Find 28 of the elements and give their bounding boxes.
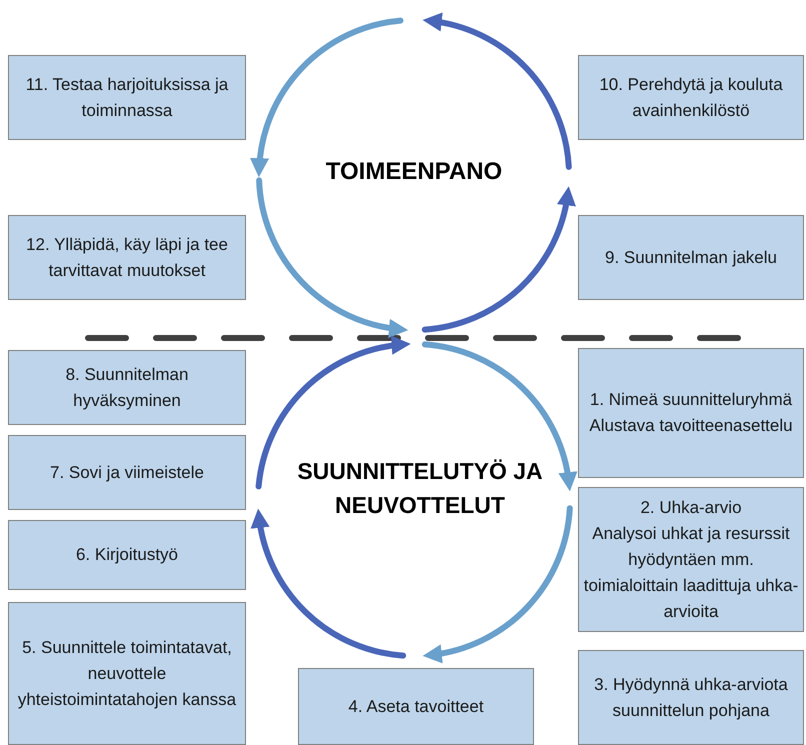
step-box bbox=[8, 435, 246, 510]
step-text: 12. Ylläpidä, käy läpi ja tee tarvittavat muutokset bbox=[25, 234, 229, 282]
step-box bbox=[578, 348, 804, 478]
step-box bbox=[8, 215, 246, 300]
step-text: 2. Uhka-arvio bbox=[640, 496, 742, 518]
step-text: 1. Nimeä suunnitteluryhmä bbox=[590, 389, 792, 411]
step-box bbox=[8, 520, 246, 590]
step-box bbox=[298, 668, 534, 745]
step-box bbox=[578, 215, 804, 300]
step-box bbox=[8, 350, 246, 425]
step-text: 5. Suunnittele toimintatavat, neuvottele yhteistoimintatahojen kanssa bbox=[16, 636, 238, 710]
step-text: 9. Suunnitelman jakelu bbox=[604, 246, 777, 268]
step-text: Alustava tavoitteenasettelu bbox=[589, 415, 793, 437]
step-text: 11. Testaa harjoituksissa ja toiminnassa bbox=[24, 74, 230, 122]
step-text: 6. Kirjoitustyö bbox=[76, 544, 178, 566]
step-text: 10. Perehdytä ja kouluta avainhenkilöstö bbox=[598, 74, 784, 122]
step-text: 7. Sovi ja viimeistele bbox=[50, 462, 204, 484]
step-text: 4. Aseta tavoitteet bbox=[348, 696, 484, 718]
step-text: Analysoi uhkat ja resurssit hyödyntäen mm. toimialoittain laadittuja uhka-arvioita bbox=[583, 522, 799, 622]
phase-title: SUUNNITTELUTYÖ JA NEUVOTTELUT bbox=[296, 457, 544, 520]
step-box bbox=[8, 55, 246, 140]
step-box bbox=[578, 487, 804, 632]
step-box bbox=[578, 650, 804, 745]
step-box bbox=[578, 55, 804, 140]
phase-title: TOIMEENPANO bbox=[324, 157, 504, 187]
step-text: 3. Hyödynnä uhka-arviota suunnittelun pohjana bbox=[593, 674, 789, 722]
step-box bbox=[8, 602, 246, 745]
step-text: 8. Suunnitelman hyväksyminen bbox=[64, 364, 190, 412]
